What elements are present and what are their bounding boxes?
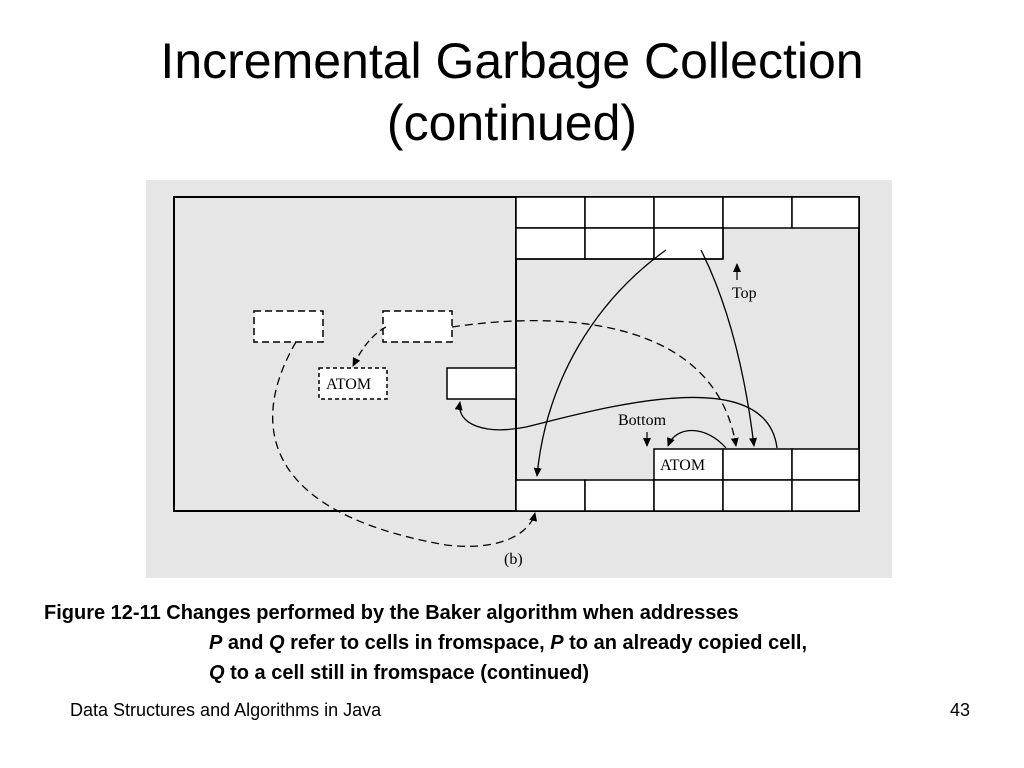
curve-top-to-bottom-right	[700, 249, 758, 447]
caption-text: refer to cells in fromspace,	[284, 632, 551, 654]
slide-title: Incremental Garbage Collection (continue…	[0, 30, 1024, 154]
caption-line-2: P and Q refer to cells in fromspace, P t…	[44, 628, 1004, 658]
caption-line-1: Figure 12-11 Changes performed by the Ba…	[44, 602, 739, 624]
title-line-1: Incremental Garbage Collection	[160, 33, 864, 89]
top-label: Top	[732, 285, 757, 302]
baker-algorithm-figure: ATOM ATOM Top Bottom (b)	[146, 180, 892, 578]
curve-to-tospace-atom	[667, 429, 727, 449]
title-line-2: (continued)	[386, 95, 638, 151]
fromspace-atom-cell	[318, 367, 388, 400]
caption-var-p: P	[209, 632, 223, 654]
caption-var-p: P	[550, 632, 564, 654]
tospace-top-cells	[515, 196, 860, 260]
dashed-curve-p-to-atom	[352, 326, 387, 367]
caption-var-q: Q	[209, 662, 225, 684]
panel-label: (b)	[504, 551, 523, 568]
fromspace-solid-cell	[446, 367, 517, 400]
memory-diagram: ATOM ATOM Top Bottom (b)	[173, 196, 860, 568]
atom-label-tospace: ATOM	[660, 457, 705, 474]
caption-var-q: Q	[269, 632, 285, 654]
tospace-bottom-cells	[515, 448, 860, 512]
fromspace-cell-q	[253, 310, 324, 343]
atom-label-fromspace: ATOM	[326, 376, 371, 393]
caption-text: to an already copied cell,	[563, 632, 807, 654]
footer-page-number: 43	[949, 700, 970, 720]
bottom-label: Bottom	[618, 412, 667, 429]
curve-top-to-bottom-left	[533, 249, 667, 477]
footer-course-title: Data Structures and Algorithms in Java	[70, 700, 382, 720]
dashed-curve-q-to-tospace	[272, 341, 538, 547]
figure-caption: Figure 12-11 Changes performed by the Ba…	[44, 598, 1004, 688]
fromspace-cell-p	[382, 310, 453, 343]
caption-text: to a cell still in fromspace (continued)	[224, 662, 590, 684]
curve-to-solid-cell	[454, 396, 778, 449]
caption-line-3: Q to a cell still in fromspace (continue…	[44, 658, 1004, 688]
caption-text: and	[222, 632, 270, 654]
